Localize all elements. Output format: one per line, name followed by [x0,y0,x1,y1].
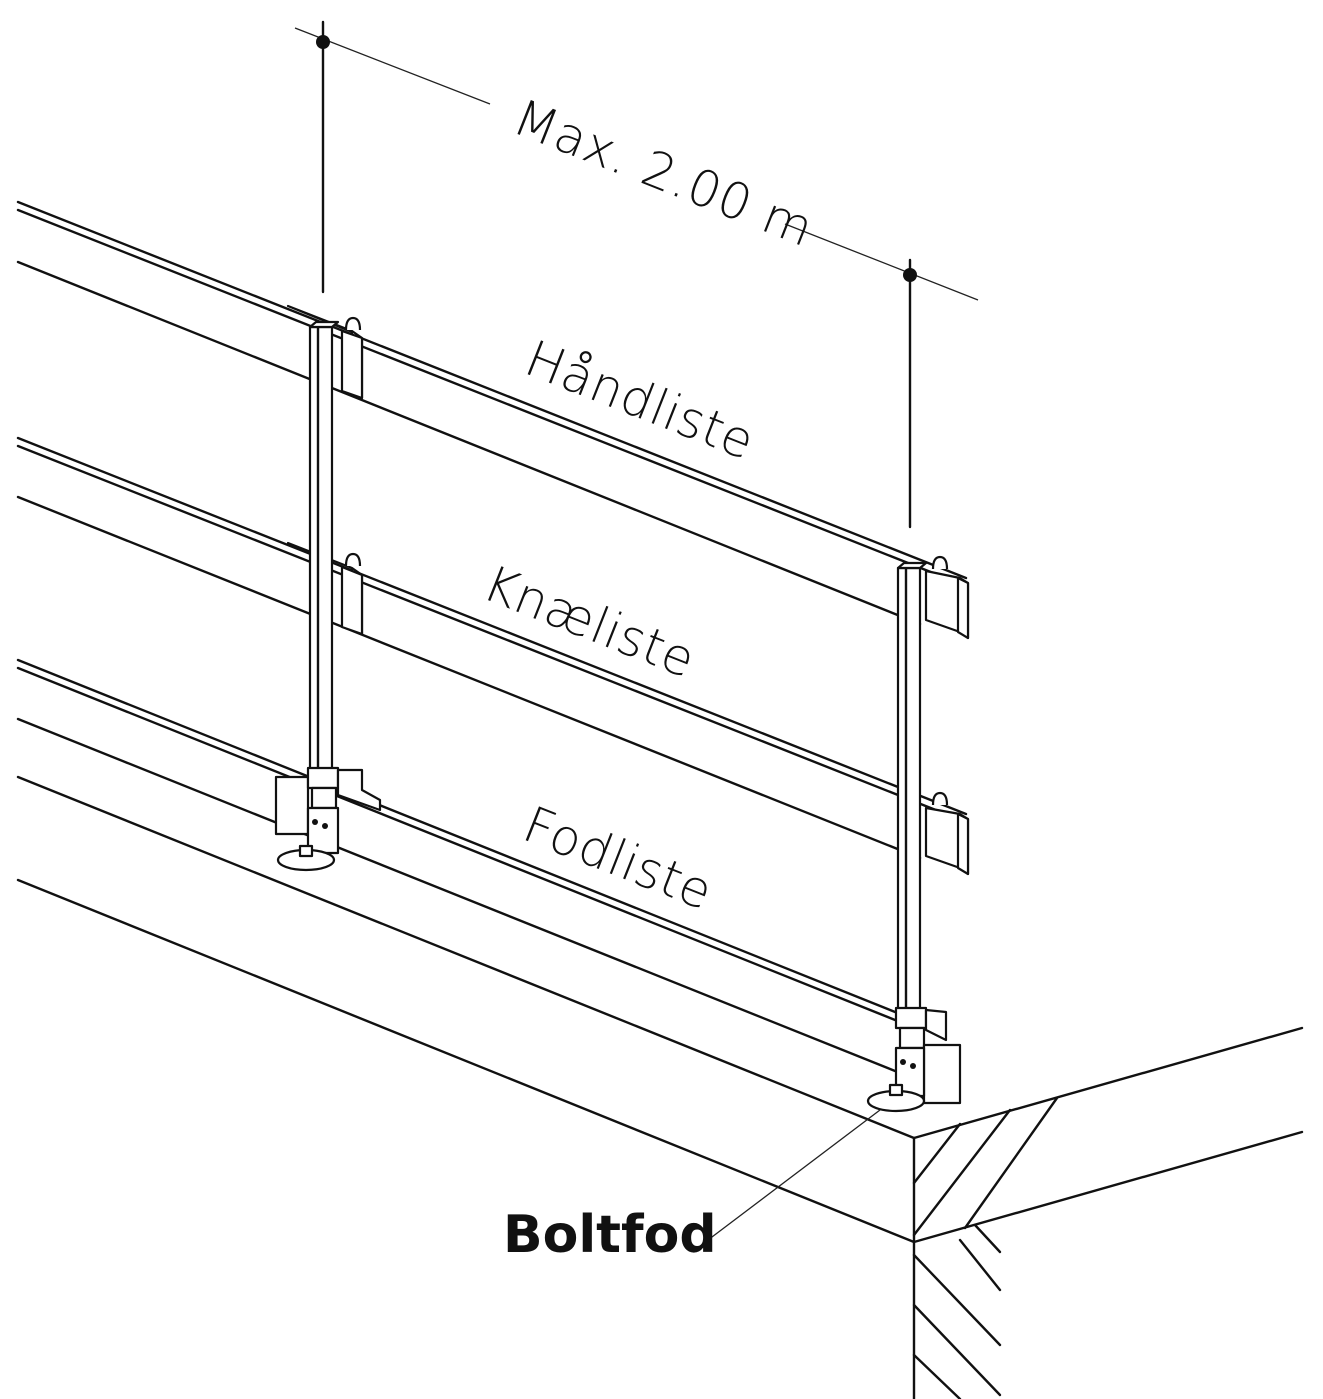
kneerail-label: Knæliste [476,554,704,689]
boltfoot-leader [707,1109,881,1241]
toeboard [16,658,907,1077]
hatch-lines [912,1096,1059,1399]
right-post [866,555,970,1113]
toeboard-label: Fodliste [516,795,721,921]
kneerail [16,436,968,860]
handrail [16,200,968,626]
left-post [274,304,382,872]
dimension-label: Max. 2.00 m [506,88,822,258]
dimension-line [294,20,979,529]
boltfoot-label: Boltfod [503,1205,717,1265]
